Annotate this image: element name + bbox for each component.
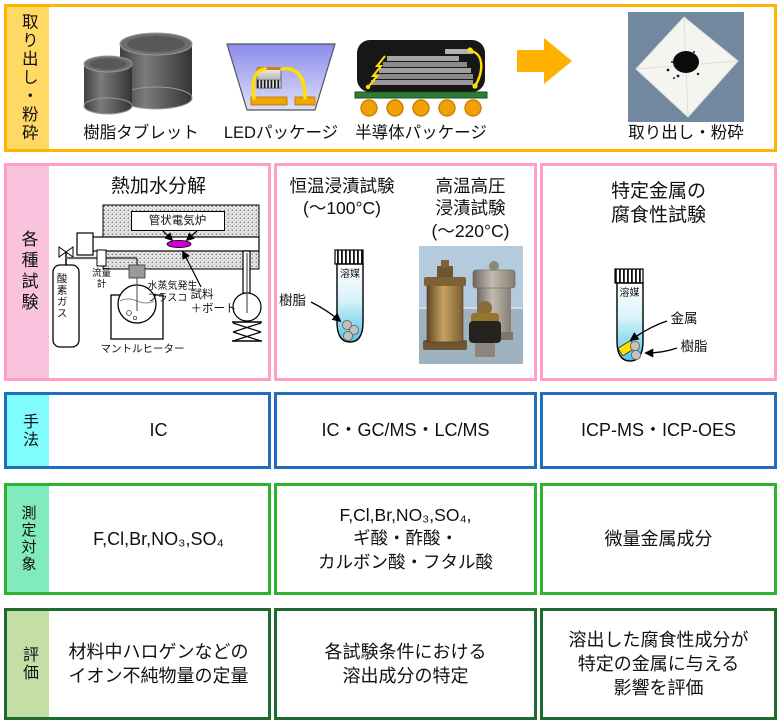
target-cell-metals: 微量金属成分 [604,528,713,549]
evaluation-cell-elution: 各試験条件における 溶出成分の特定 [324,641,487,686]
resin-tablet-caption: 樹脂タブレット [83,124,199,143]
evaluation-box-3: 溶出した腐食性成分が 特定の金属に与える 影響を評価 [540,608,777,720]
method-cell-icpms: ICP-MS・ICP-OES [580,420,736,441]
corrosion-column: 特定金属の 腐食性試験 溶媒 金属 樹脂 [543,166,774,378]
evaluation-box-1: 評価 材料中ハロゲンなどの イオン不純物量の定量 [4,608,271,720]
method-cell-ic: IC [149,420,168,441]
corrosion-title: 特定金属の 腐食性試験 [610,181,706,227]
immersion-title: 恒温浸漬試験 (～100°C) [289,176,395,219]
semiconductor-package-icon [354,40,488,117]
corrosion-tube-diagram: 溶媒 金属 樹脂 [579,267,739,377]
immersion-tube-diagram: 溶媒 樹脂 [277,248,407,358]
autoclave-photo [418,246,523,365]
sample-boat-label: 試料 ＋ボート [190,289,237,315]
band-extraction: 取り出し・粉砕 樹脂タブレット [4,4,777,152]
hydrolysis-column: 熱加水分解 [49,166,268,378]
solvent-label: 溶媒 [340,268,360,280]
target-cell-anions: F,Cl,Br,NO₃,SO₄ [93,528,224,549]
evaluation-cell-corrosion: 溶出した腐食性成分が 特定の金属に与える 影響を評価 [568,629,749,699]
band-tests: 各種試験 熱加水分解 [4,163,777,381]
mantle-heater-label: マントルヒーター [100,343,185,356]
target-box-2: F,Cl,Br,NO₃,SO₄, ギ酸・酢酸・ カルボン酸・フタル酸 [274,483,537,595]
target-box-1: 測定対象 F,Cl,Br,NO₃,SO₄ [4,483,271,595]
autoclave-column: 高温高圧 浸漬試験 (～220°C) [407,166,534,378]
evaluation-box-2: 各試験条件における 溶出成分の特定 [274,608,537,720]
band-target: 測定対象 F,Cl,Br,NO₃,SO₄ F,Cl,Br,NO₃,SO₄, ギ酸… [4,483,777,595]
led-package-item: LEDパッケージ [217,42,345,143]
target-box-3: 微量金属成分 [540,483,777,595]
metal-label: 金属 [670,310,698,326]
flowmeter-label: 流量 計 [91,268,111,291]
steam-flask-label: 水蒸気発生 フラスコ [147,281,198,304]
resin-label: 樹脂 [279,292,306,308]
resin-tablet-icon [83,32,193,115]
band-label-target: 測定対象 [7,486,49,592]
right-arrow-icon [517,38,572,84]
corrosion-box: 特定金属の 腐食性試験 溶媒 金属 樹脂 [540,163,777,381]
furnace-label: 管状電気炉 [130,211,225,232]
solvent-label: 溶媒 [619,287,640,299]
band-method: 手法 IC IC・GC/MS・LC/MS ICP-MS・ICP-OES [4,392,777,469]
target-cell-acids: F,Cl,Br,NO₃,SO₄, ギ酸・酢酸・ カルボン酸・フタル酸 [318,504,493,572]
band-label-evaluation: 評価 [7,611,49,717]
resin-tablet-item: 樹脂タブレット [65,24,217,143]
hydrolysis-title: 熱加水分解 [110,176,206,197]
oxygen-gas-label: 酸素ガス [55,273,68,320]
autoclave-title: 高温高圧 浸漬試験 (～220°C) [431,176,510,241]
evaluation-cell-halogen: 材料中ハロゲンなどの イオン不純物量の定量 [68,641,249,686]
semiconductor-package-caption: 半導体パッケージ [355,124,487,143]
extraction-content: 樹脂タブレット LEDパッケージ [49,7,774,149]
method-box-2: IC・GC/MS・LC/MS [274,392,537,469]
immersion-column: 恒温浸漬試験 (～100°C) 溶媒 樹脂 [277,166,407,378]
method-cell-gcms: IC・GC/MS・LC/MS [321,420,490,441]
hydrolysis-apparatus-diagram: 管状電気炉 酸素ガス 流量 計 水蒸気発生 フラスコ 試料 ＋ボート マントルヒ… [51,201,267,375]
semiconductor-package-item: 半導体パッケージ [345,34,497,143]
led-package-icon [226,43,336,111]
immersion-autoclave-box: 恒温浸漬試験 (～100°C) 溶媒 樹脂 [274,163,537,381]
method-box-3: ICP-MS・ICP-OES [540,392,777,469]
extraction-box: 取り出し・粉砕 樹脂タブレット [4,4,777,152]
band-evaluation: 評価 材料中ハロゲンなどの イオン不純物量の定量 各試験条件における 溶出成分の… [4,608,777,720]
led-package-caption: LEDパッケージ [223,124,339,143]
band-label-method: 手法 [7,395,49,466]
powder-photo [628,12,744,123]
hydrolysis-box: 各種試験 熱加水分解 [4,163,271,381]
powder-photo-item: 取り出し・粉砕 [611,12,761,143]
resin-label: 樹脂 [680,338,708,354]
band-label-extraction: 取り出し・粉砕 [7,7,49,149]
method-box-1: 手法 IC [4,392,271,469]
band-label-tests: 各種試験 [7,166,49,378]
powder-caption: 取り出し・粉砕 [628,124,744,143]
process-arrow [517,35,573,87]
